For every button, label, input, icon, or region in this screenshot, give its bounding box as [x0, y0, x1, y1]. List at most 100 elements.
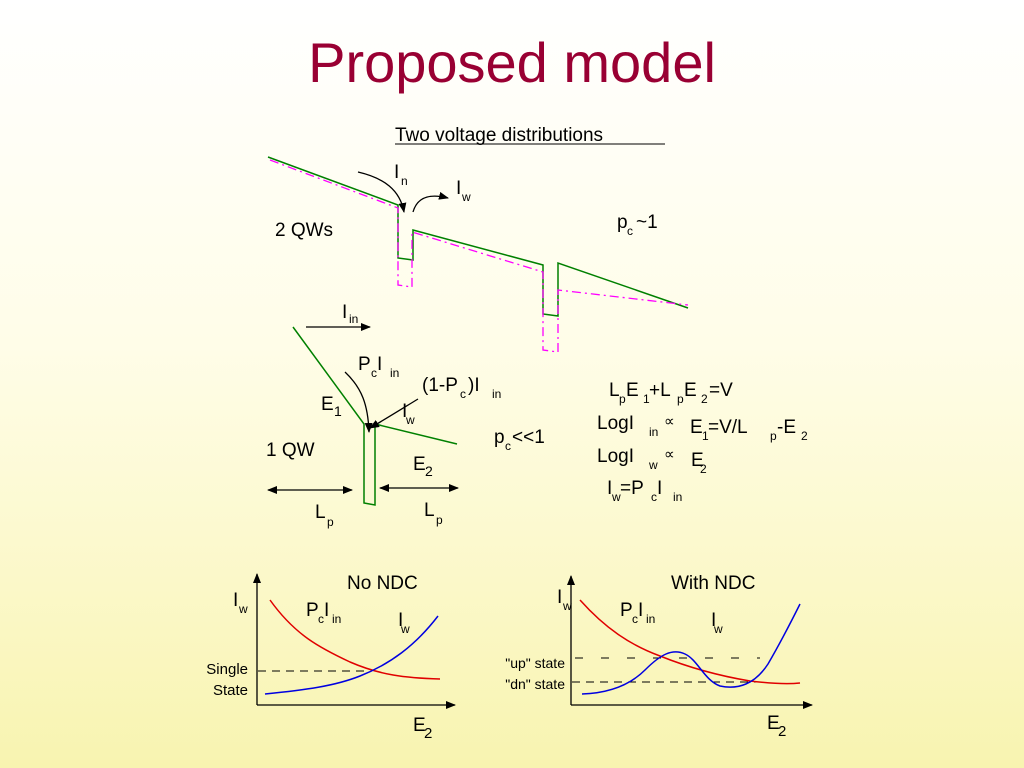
- right-plot: [567, 575, 813, 709]
- mid-green-band: [292, 326, 458, 506]
- mid-pciin-arrow: [344, 371, 373, 433]
- mid-pc-c: c: [371, 366, 377, 380]
- eq1-plus: +L: [649, 380, 671, 401]
- mid-iw: I: [402, 401, 407, 422]
- mid-1mpc-a: (1-P: [422, 375, 458, 396]
- mid-1mpc-sub: in: [492, 387, 501, 401]
- eq2-2: 2: [801, 429, 808, 443]
- left-pc-p: P: [306, 600, 319, 621]
- slide-title: Proposed model: [308, 31, 716, 94]
- left-iw-label: I: [398, 610, 403, 631]
- eq1-2: 2: [701, 392, 708, 406]
- eq2-rest: =V/L: [708, 417, 748, 438]
- top-iin-label: I: [394, 162, 399, 183]
- left-pc-c: c: [318, 612, 324, 626]
- top-iw-label: I: [456, 178, 461, 199]
- eq2-1: 1: [702, 429, 709, 443]
- eq2-prop: ∝: [664, 413, 675, 430]
- mid-e2-sub: 2: [425, 463, 433, 479]
- right-x-sub: 2: [778, 723, 786, 740]
- eq3-2: 2: [700, 462, 707, 476]
- right-pc-curve: [579, 599, 801, 685]
- top-dashdot-band: [269, 159, 689, 353]
- eq1-p2: p: [677, 392, 684, 406]
- top-iw-arrow: [412, 191, 449, 213]
- left-pc-curve: [269, 599, 441, 680]
- right-iw-label: I: [711, 610, 716, 631]
- right-dn-state: "dn" state: [505, 676, 565, 692]
- left-y-label: I: [233, 590, 238, 611]
- mid-1mpc-arrow: [369, 398, 419, 429]
- right-x-label: E: [767, 713, 780, 734]
- mid-lp-right: L: [424, 500, 435, 521]
- eq2-e2: -E: [777, 417, 796, 438]
- eq3-sub: w: [648, 458, 658, 472]
- eq1-e: E: [626, 380, 639, 401]
- eq4-in: in: [673, 490, 682, 504]
- top-pc-value: ~1: [636, 212, 658, 233]
- mid-pc-in: in: [390, 366, 399, 380]
- eq1-1: 1: [643, 392, 650, 406]
- mid-1mpc-c: c: [460, 387, 466, 401]
- right-pc-i: I: [638, 600, 643, 621]
- mid-pc-p: P: [358, 354, 371, 375]
- eq4-mid: =P: [620, 478, 644, 499]
- mid-pc-i: I: [377, 354, 382, 375]
- mid-pc-sub: c: [505, 439, 511, 453]
- mid-pc-value: <<1: [512, 427, 545, 448]
- left-plot: [253, 573, 456, 709]
- mid-band-diagram: [267, 323, 459, 506]
- left-x-label: E: [413, 715, 426, 736]
- right-y-sub: w: [562, 599, 572, 613]
- mid-e1: E: [321, 394, 334, 415]
- right-pc-c: c: [632, 612, 638, 626]
- left-pc-in: in: [332, 612, 341, 626]
- right-pc-p: P: [620, 600, 633, 621]
- eq4-i: I: [607, 478, 612, 499]
- right-y-label: I: [557, 587, 562, 608]
- mid-lp-left-sub: p: [327, 515, 334, 529]
- eq4-c: c: [651, 490, 657, 504]
- mid-iin-sub: in: [349, 312, 358, 326]
- right-iw-sub: w: [713, 622, 723, 636]
- mid-e2: E: [413, 454, 426, 475]
- eq1-v: =V: [709, 380, 733, 401]
- right-iw-curve: [581, 603, 801, 695]
- eq2-log: LogI: [597, 413, 634, 434]
- mid-lp-right-sub: p: [436, 513, 443, 527]
- left-state-2: State: [213, 682, 248, 699]
- eq4-ii: I: [657, 478, 662, 499]
- top-pc-label: p: [617, 212, 628, 233]
- top-qws-label: 2 QWs: [275, 220, 333, 241]
- top-pc-sub: c: [627, 224, 633, 238]
- right-up-state: "up" state: [505, 655, 565, 671]
- eq2-sub: in: [649, 425, 658, 439]
- eq3-e: E: [691, 450, 704, 471]
- top-band-diagram: [267, 156, 689, 353]
- left-plot-title: No NDC: [347, 573, 418, 594]
- eq1-e2: E: [684, 380, 697, 401]
- mid-qw-label: 1 QW: [266, 440, 315, 461]
- equations-block: L p E 1 +L p E 2 =V LogI in ∝ E 1 =V/L p…: [597, 380, 808, 504]
- top-iw-sub: w: [461, 190, 471, 204]
- eq4-w: w: [611, 490, 621, 504]
- eq3-log: LogI: [597, 446, 634, 467]
- left-y-sub: w: [238, 602, 248, 616]
- right-plot-title: With NDC: [671, 573, 755, 594]
- mid-lp-left: L: [315, 502, 326, 523]
- right-pc-in: in: [646, 612, 655, 626]
- eq2-e: E: [690, 417, 703, 438]
- mid-iin-label: I: [342, 302, 347, 323]
- eq3-prop: ∝: [664, 446, 675, 463]
- mid-1mpc-b: )I: [468, 375, 480, 396]
- mid-pc-label: p: [494, 427, 505, 448]
- top-iin-arrow: [357, 171, 407, 213]
- mid-iw-sub: w: [405, 413, 415, 427]
- mid-e1-sub: 1: [334, 403, 342, 419]
- left-pc-i: I: [324, 600, 329, 621]
- left-state-1: Single: [206, 661, 248, 678]
- left-x-sub: 2: [424, 725, 432, 742]
- eq1-l: L: [609, 380, 620, 401]
- left-iw-sub: w: [400, 622, 410, 636]
